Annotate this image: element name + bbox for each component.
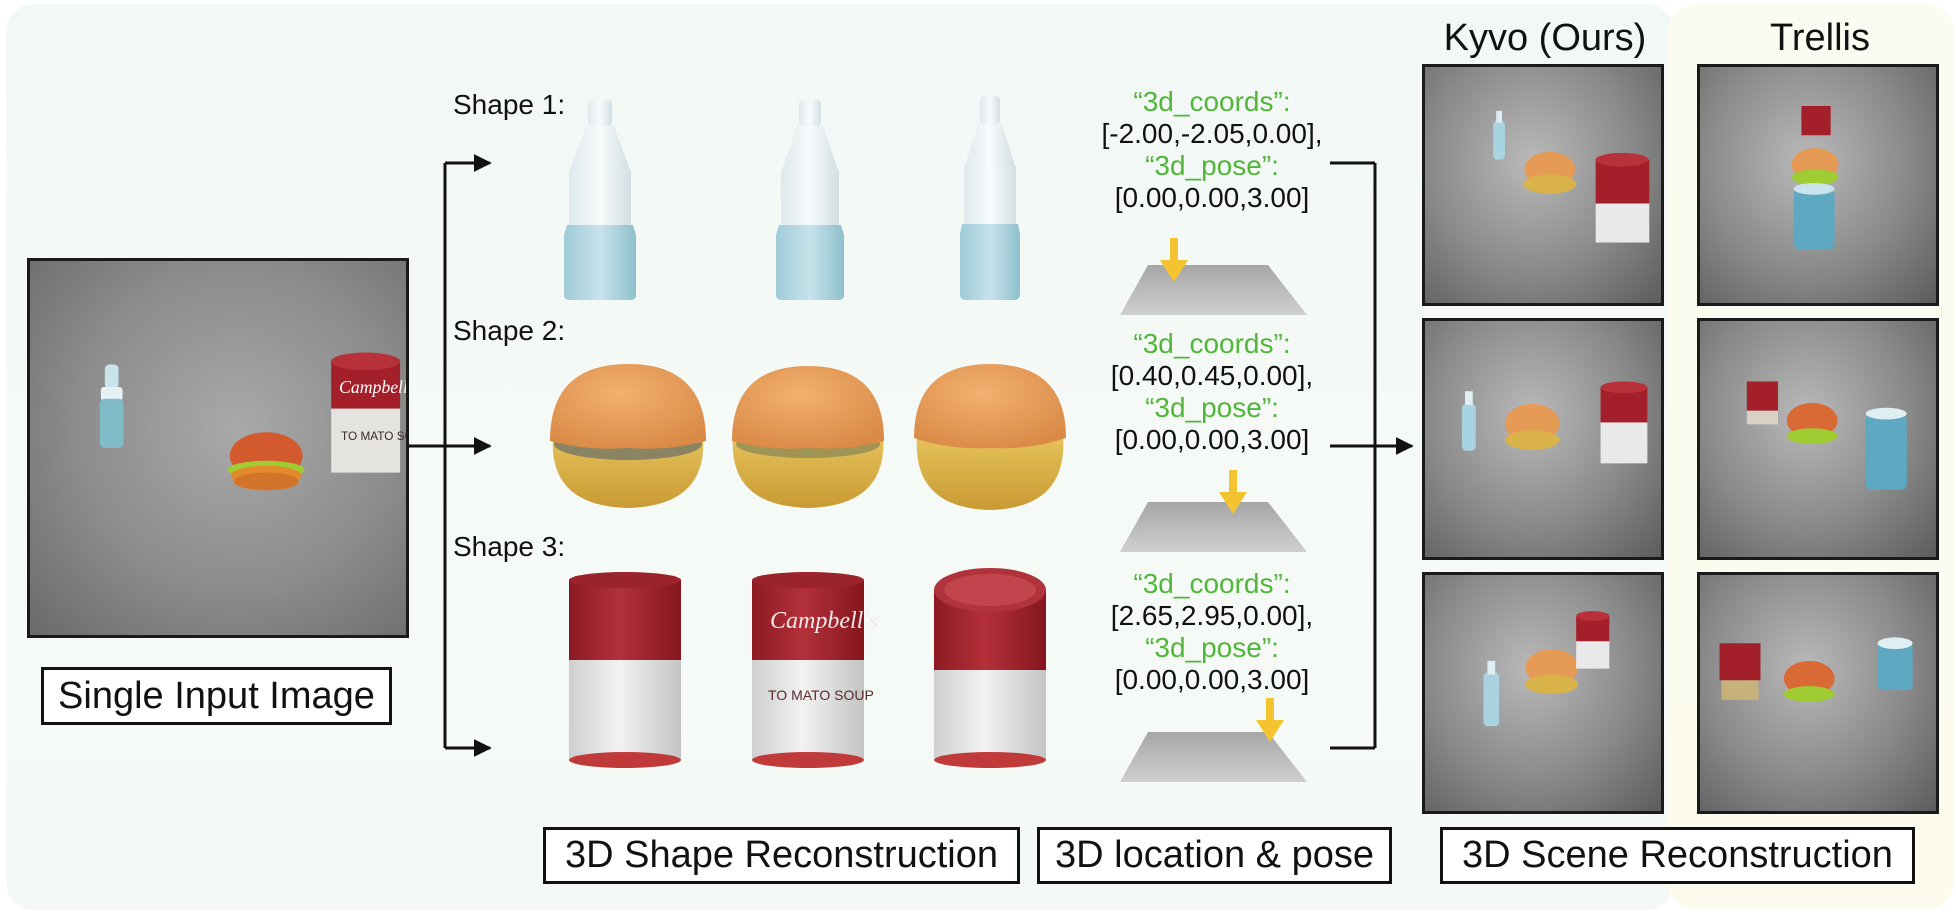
burger-render-row <box>550 364 1066 510</box>
can-render <box>934 568 1046 768</box>
coords-value: [-2.00,-2.05,0.00], <box>1101 118 1323 149</box>
placement-trapezoids <box>1120 265 1307 782</box>
pose-key: “3d_pose”: <box>1145 150 1279 181</box>
bottle-render <box>564 100 636 300</box>
yellow-arrow-icon <box>1256 698 1284 742</box>
input-scene-svg: Campbell's TO MATO SOUP <box>99 352 406 491</box>
yellow-arrow-icon <box>1160 238 1188 282</box>
pose-value: [0.00,0.00,3.00] <box>1114 664 1310 695</box>
pose-value: [0.00,0.00,3.00] <box>1114 182 1310 213</box>
burger-object <box>227 432 305 491</box>
can-front-text: TO MATO SOUP <box>768 687 874 703</box>
pose-value: [0.00,0.00,3.00] <box>1114 424 1310 455</box>
header-ours: Kyvo (Ours) <box>1443 17 1647 59</box>
burger-render <box>732 366 884 508</box>
shape-2-label: Shape 2: <box>453 315 566 346</box>
coords-block-1: “3d_coords”: [-2.00,-2.05,0.00], “3d_pos… <box>1082 86 1342 214</box>
shape-reconstruction-label: 3D Shape Reconstruction <box>543 827 1020 884</box>
yellow-arrow-icon <box>1219 470 1247 514</box>
kyvo-result-3 <box>1422 572 1664 814</box>
pose-key: “3d_pose”: <box>1145 632 1279 663</box>
can-brand-text: Campbell's <box>770 608 878 634</box>
trellis-result-1 <box>1697 64 1939 306</box>
can-front-text: TO MATO SOUP <box>341 429 406 443</box>
coords-block-2: “3d_coords”: [0.40,0.45,0.00], “3d_pose”… <box>1082 328 1342 456</box>
can-render-row: Campbell's TO MATO SOUP <box>569 568 1046 768</box>
scene-reconstruction-label: 3D Scene Reconstruction <box>1440 827 1915 884</box>
trellis-scene-svg <box>1791 106 1839 250</box>
burger-render <box>914 364 1066 510</box>
coords-key: “3d_coords”: <box>1133 568 1291 599</box>
input-image: Campbell's TO MATO SOUP <box>27 258 409 638</box>
kyvo-result-2 <box>1422 318 1664 560</box>
can-brand-text: Campbell's <box>339 377 406 397</box>
trellis-result-2 <box>1697 318 1939 560</box>
bottle-render-row <box>564 96 1020 300</box>
location-pose-label: 3D location & pose <box>1037 827 1392 884</box>
coords-value: [0.40,0.45,0.00], <box>1110 360 1314 391</box>
coords-value: [2.65,2.95,0.00], <box>1110 600 1314 631</box>
branch-arrows <box>409 154 492 757</box>
can-object: Campbell's TO MATO SOUP <box>331 352 406 473</box>
coords-key: “3d_coords”: <box>1133 86 1291 117</box>
kyvo-scene-svg <box>1462 381 1648 464</box>
shape-1-label: Shape 1: <box>453 89 566 120</box>
burger-render <box>550 364 706 508</box>
can-render <box>569 572 681 768</box>
input-image-label: Single Input Image <box>41 667 392 725</box>
can-render: Campbell's TO MATO SOUP <box>752 572 878 768</box>
shape-3-label: Shape 3: <box>453 531 566 562</box>
trellis-scene-svg <box>1746 381 1907 490</box>
kyvo-result-1 <box>1422 64 1664 306</box>
kyvo-scene-svg <box>1493 110 1650 243</box>
coords-key: “3d_coords”: <box>1133 328 1291 359</box>
header-trellis: Trellis <box>1770 17 1870 59</box>
bottle-render <box>960 96 1020 300</box>
bottle-render <box>776 100 844 300</box>
trellis-result-3 <box>1697 572 1939 814</box>
pose-key: “3d_pose”: <box>1145 392 1279 423</box>
trellis-scene-svg <box>1719 637 1913 702</box>
kyvo-scene-svg <box>1483 611 1610 727</box>
bottle-object <box>99 364 124 448</box>
coords-block-3: “3d_coords”: [2.65,2.95,0.00], “3d_pose”… <box>1082 568 1342 696</box>
merge-arrows <box>1330 161 1414 750</box>
yellow-arrows <box>1160 238 1284 742</box>
